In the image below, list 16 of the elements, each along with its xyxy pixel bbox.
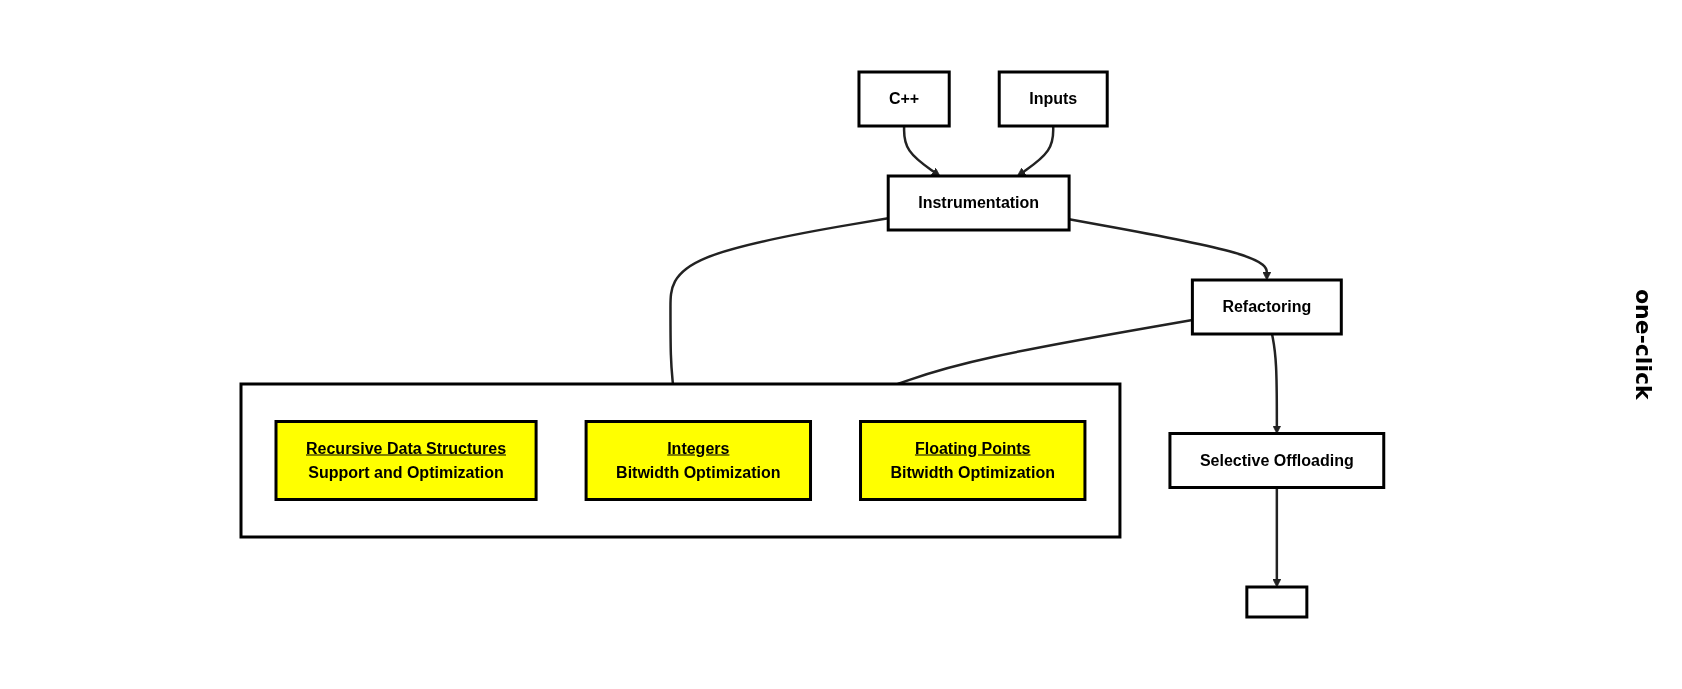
rotated-label: one-click xyxy=(1631,289,1656,400)
connector xyxy=(669,217,889,385)
node-box: Inputs xyxy=(997,70,1109,128)
arrow xyxy=(1017,126,1055,177)
node-box xyxy=(1245,585,1309,619)
arrow xyxy=(1069,218,1272,281)
node-box: Floating Points Bitwidth Optimization xyxy=(859,420,1087,501)
cluster xyxy=(239,382,1122,539)
node-box: Selective Offloading xyxy=(1168,432,1386,489)
node-box: Refactoring xyxy=(1191,278,1343,336)
node-box: C++ xyxy=(857,70,951,128)
arrow xyxy=(902,126,941,177)
arrow xyxy=(1272,487,1282,588)
node-box: Recursive Data Structures Support and Optimization xyxy=(274,420,538,501)
node-box: Instrumentation xyxy=(886,174,1071,232)
node-box: Integers Bitwidth Optimization xyxy=(584,420,813,501)
